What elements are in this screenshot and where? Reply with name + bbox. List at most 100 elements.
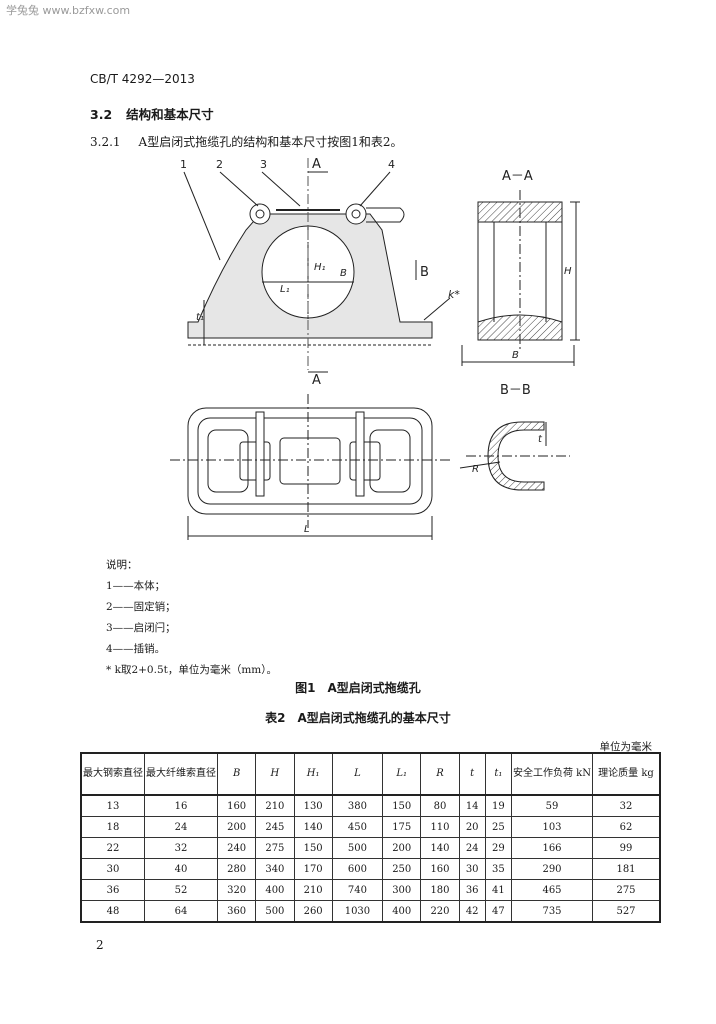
callout-1: 1 <box>180 158 187 171</box>
section-a-bottom-label: A <box>312 373 321 388</box>
dim-l1-label: L₁ <box>280 284 290 295</box>
table-cell: 380 <box>331 794 384 817</box>
callout-4: 4 <box>388 158 395 171</box>
table-cell: 110 <box>420 816 460 838</box>
table-cell: 48 <box>80 900 145 923</box>
section-b-label: B <box>420 265 429 280</box>
note-item-2: 2——固定销； <box>106 601 176 613</box>
header-t1: t₁ <box>484 752 513 796</box>
header-l: L <box>331 752 384 796</box>
table-header-row: 最大钢索直径 最大纤维索直径 B H H₁ L L₁ R t t₁ 安全工作负荷… <box>80 752 661 796</box>
table-cell: 400 <box>382 900 422 923</box>
table-cell: 465 <box>511 879 593 901</box>
watermark: 学兔兔 www.bzfxw.com <box>6 4 131 17</box>
dim-t1-label: t₁ <box>196 312 204 323</box>
dim-h-label: H <box>564 266 572 277</box>
section-aa-view <box>461 190 580 366</box>
table-cell: 290 <box>511 858 593 880</box>
table-cell: 40 <box>144 858 218 880</box>
table-cell: 32 <box>592 794 661 817</box>
header-max-fiber-rope-diameter: 最大纤维索直径 <box>144 752 218 796</box>
table-cell: 181 <box>592 858 661 880</box>
table-cell: 25 <box>484 816 513 838</box>
table-cell: 140 <box>420 837 460 859</box>
table-cell: 400 <box>255 879 295 901</box>
dim-t-label: t <box>538 434 543 445</box>
table-cell: 36 <box>80 879 145 901</box>
header-h: H <box>255 752 295 796</box>
table-cell: 30 <box>458 858 486 880</box>
table-cell: 240 <box>216 837 257 859</box>
table-cell: 32 <box>144 837 218 859</box>
table-cell: 600 <box>331 858 384 880</box>
front-view <box>183 158 451 373</box>
table-cell: 160 <box>420 858 460 880</box>
table-cell: 22 <box>80 837 145 859</box>
table-cell: 450 <box>331 816 384 838</box>
table-cell: 360 <box>216 900 257 923</box>
table-cell: 740 <box>331 879 384 901</box>
callout-3: 3 <box>260 158 267 171</box>
page-number: 2 <box>96 938 104 952</box>
table-cell: 140 <box>293 816 333 838</box>
table-cell: 24 <box>458 837 486 859</box>
table-cell: 64 <box>144 900 218 923</box>
table-cell: 160 <box>216 794 257 817</box>
dim-r-label: R <box>472 464 479 475</box>
table-cell: 103 <box>511 816 593 838</box>
table-cell: 150 <box>382 794 422 817</box>
note-footnote: * k取2+0.5t，单位为毫米（mm）。 <box>106 664 278 676</box>
table-cell: 80 <box>420 794 460 817</box>
table-cell: 175 <box>382 816 422 838</box>
table-unit: 单位为毫米 <box>599 741 653 753</box>
table-cell: 47 <box>484 900 513 923</box>
figure-caption: 图1 A型启闭式拖缆孔 <box>295 681 421 695</box>
note-item-4: 4——插销。 <box>106 643 166 655</box>
table-cell: 16 <box>144 794 218 817</box>
section-bb-label: B－B <box>500 383 531 398</box>
table-cell: 200 <box>382 837 422 859</box>
table-cell: 41 <box>484 879 513 901</box>
table-cell: 30 <box>80 858 145 880</box>
table-cell: 166 <box>511 837 593 859</box>
callout-2: 2 <box>216 158 223 171</box>
table-cell: 527 <box>592 900 661 923</box>
dimensions-table: 最大钢索直径 最大纤维索直径 B H H₁ L L₁ R t t₁ 安全工作负荷… <box>80 752 661 923</box>
section-number: 3.2 <box>90 107 113 122</box>
section-bb-view <box>459 421 570 491</box>
table-cell: 52 <box>144 879 218 901</box>
dim-b-view-label: B <box>340 268 347 279</box>
header-r: R <box>420 752 460 796</box>
header-theoretical-mass: 理论质量 kg <box>592 752 661 796</box>
notes-heading: 说明： <box>106 559 138 571</box>
table-cell: 180 <box>420 879 460 901</box>
table-cell: 735 <box>511 900 593 923</box>
table-cell: 1030 <box>331 900 384 923</box>
header-t: t <box>458 752 486 796</box>
table-cell: 500 <box>255 900 295 923</box>
table-cell: 18 <box>80 816 145 838</box>
table-cell: 250 <box>382 858 422 880</box>
figure-1-drawing: 1 2 3 4 A A A－A B B－B B H₁ L₁ t₁ k* H B … <box>170 157 580 540</box>
table-cell: 320 <box>216 879 257 901</box>
table-cell: 62 <box>592 816 661 838</box>
table-cell: 29 <box>484 837 513 859</box>
header-h1: H₁ <box>293 752 333 796</box>
table-cell: 99 <box>592 837 661 859</box>
plan-view <box>170 394 452 540</box>
table-cell: 59 <box>511 794 593 817</box>
table-cell: 13 <box>80 794 145 817</box>
table-cell: 130 <box>293 794 333 817</box>
table-cell: 42 <box>458 900 486 923</box>
figure-notes: 说明： 1——本体； 2——固定销； 3——启闭闩； 4——插销。 * k取2+… <box>106 555 277 681</box>
table-cell: 150 <box>293 837 333 859</box>
table-cell: 275 <box>255 837 295 859</box>
